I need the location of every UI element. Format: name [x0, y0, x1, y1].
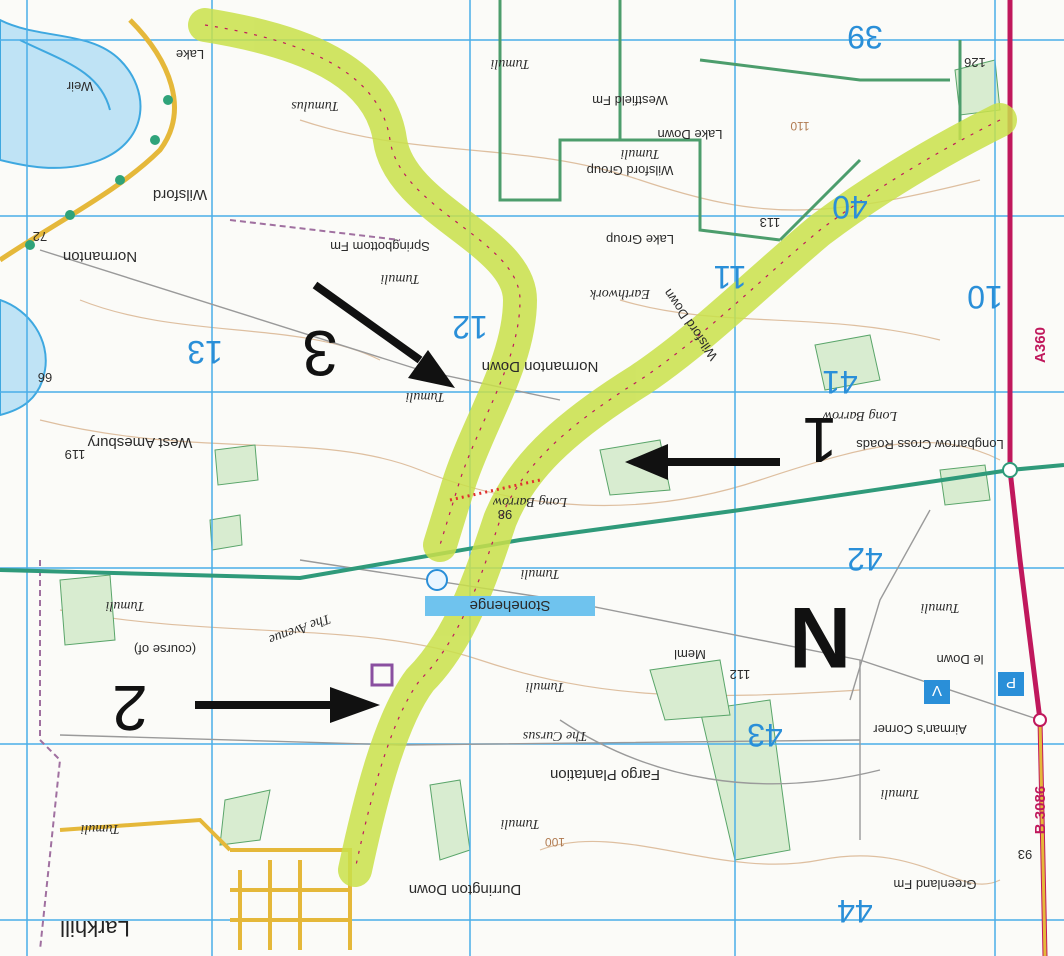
- visitor-symbols[interactable]: V P: [924, 672, 1024, 704]
- tumuli-label: Tumuli: [920, 600, 959, 615]
- woodland-patch-amesbury: [214, 444, 259, 486]
- woodland-patch-memorial: [649, 659, 731, 721]
- woodland-patch-small: [209, 514, 243, 551]
- place-westfield-fm: Westfield Fm: [592, 93, 668, 108]
- stonehenge-icon: [426, 569, 448, 591]
- place-airmans-corner: Airman's Corner: [873, 722, 967, 737]
- tumuli-label: Tumuli: [525, 679, 564, 694]
- arrow-1: [625, 444, 780, 480]
- tumuli-label: Tumuli: [620, 146, 659, 161]
- tumuli-label: Tumuli: [490, 56, 529, 71]
- arrow-2: [195, 687, 380, 723]
- place-lake: Lake: [176, 47, 204, 62]
- place-memorial: Meml: [674, 647, 706, 662]
- woodland-patch-41: [814, 334, 881, 391]
- spot-height-119: 119: [65, 447, 86, 462]
- parking-symbol: P: [1006, 674, 1016, 691]
- annotation-number-1: 1: [802, 404, 838, 476]
- place-durrington-down: Durrington Down: [409, 881, 522, 898]
- site-marker-icon: [370, 663, 394, 687]
- contour-value-100: 100: [545, 835, 565, 849]
- visitor-centre-icon: [924, 680, 950, 704]
- place-normanton: Normanton: [63, 248, 137, 265]
- place-wilsford-group: Wilsford Group: [587, 163, 674, 178]
- place-greenland-fm: Greenland Fm: [893, 877, 976, 892]
- grid-col-11: 11: [713, 259, 746, 295]
- road-label-a360: A360: [1032, 327, 1049, 363]
- north-arrow-label: N: [789, 589, 851, 685]
- contour-lines: [39, 119, 1001, 885]
- stonehenge-label-bg: [425, 596, 595, 616]
- route-centreline: [204, 24, 1001, 871]
- place-the-down: le Down: [937, 652, 984, 667]
- byway-track: [0, 462, 1064, 581]
- place-lake-group: Lake Group: [606, 232, 674, 247]
- place-course-of: (course of): [134, 642, 196, 657]
- place-wilsford: Wilsford: [153, 186, 207, 203]
- woodland-patch-larkhill: [219, 789, 271, 846]
- grid-row-40: 40: [832, 189, 868, 225]
- tumuli-label: Tumuli: [380, 271, 419, 286]
- annotation-number-2: 2: [112, 672, 148, 744]
- spot-height-126: 126: [964, 55, 986, 70]
- road-b-west: [0, 18, 177, 263]
- place-springbottom-fm: Springbottom Fm: [330, 239, 430, 254]
- place-longbarrow-cross-roads: Longbarrow Cross Roads: [856, 437, 1004, 452]
- woodland-areas: [59, 59, 1001, 861]
- tumuli-label: Tumuli: [405, 389, 444, 404]
- tumuli-labels: Tumuli Tumuli Tumuli Tumuli Tumuli Tumul…: [80, 56, 959, 836]
- spot-height-113: 113: [760, 215, 781, 230]
- spot-height-112: 112: [730, 667, 751, 682]
- place-normanton-down: Normanton Down: [482, 358, 599, 375]
- road-label-b3086: B 3086: [1032, 786, 1049, 834]
- tumulus-label: Tumulus: [291, 98, 339, 113]
- spot-height-98: 98: [498, 507, 512, 522]
- parking-icon: [998, 672, 1024, 696]
- grid-row-42: 42: [847, 541, 883, 577]
- dashed-boundaries: [39, 219, 401, 951]
- spot-height-66: 66: [38, 370, 52, 385]
- annotation-number-3: 3: [302, 317, 338, 389]
- visitor-centre-symbol: V: [932, 682, 942, 699]
- grid-row-39: 39: [847, 19, 883, 55]
- place-west-amesbury: West Amesbury: [87, 434, 192, 451]
- grid-row-43: 43: [747, 717, 783, 753]
- place-weir: Weir: [66, 79, 93, 94]
- place-long-barrow-east: Long Barrow: [822, 408, 898, 423]
- place-earthwork-centre: Earthwork: [589, 286, 651, 301]
- grid-col-10: 10: [967, 279, 1003, 315]
- place-lake-down: Lake Down: [657, 127, 722, 142]
- annotation-arrows: [195, 281, 780, 723]
- place-larkhill: Larkhill: [60, 916, 130, 941]
- stonehenge-marker[interactable]: Stonehenge: [425, 569, 595, 616]
- grid-row-44: 44: [837, 893, 873, 929]
- grid-numbers: 13 12 11 10 39 40 41 42 43 44: [187, 19, 1003, 929]
- grid-col-13: 13: [187, 334, 223, 370]
- spot-heights: 119 98 112 113 126 93 72 66 110 100: [33, 55, 1032, 862]
- stonehenge-label: Stonehenge: [470, 597, 551, 614]
- river: [0, 18, 142, 417]
- tumuli-label: Tumuli: [105, 598, 144, 613]
- woodland-patch-west: [59, 574, 116, 646]
- woodland-patch-crossroads: [939, 464, 991, 506]
- place-fargo-plantation: Fargo Plantation: [550, 766, 660, 783]
- spot-height-72: 72: [33, 229, 47, 244]
- road-a360: [1007, 0, 1048, 956]
- spot-height-93: 93: [1018, 847, 1032, 862]
- grid-row-41: 41: [822, 364, 858, 400]
- tumuli-label: Tumuli: [80, 821, 119, 836]
- woodland-patch-fargo: [699, 699, 791, 861]
- tumuli-label: Tumuli: [880, 786, 919, 801]
- place-long-barrow-west: Long Barrow: [492, 494, 568, 509]
- place-the-cursus: The Cursus: [522, 728, 587, 743]
- contour-value-110: 110: [790, 119, 809, 133]
- arrow-3: [312, 281, 455, 388]
- grid-col-12: 12: [452, 309, 488, 345]
- tumuli-label: Tumuli: [520, 566, 559, 581]
- tumuli-label: Tumuli: [500, 816, 539, 831]
